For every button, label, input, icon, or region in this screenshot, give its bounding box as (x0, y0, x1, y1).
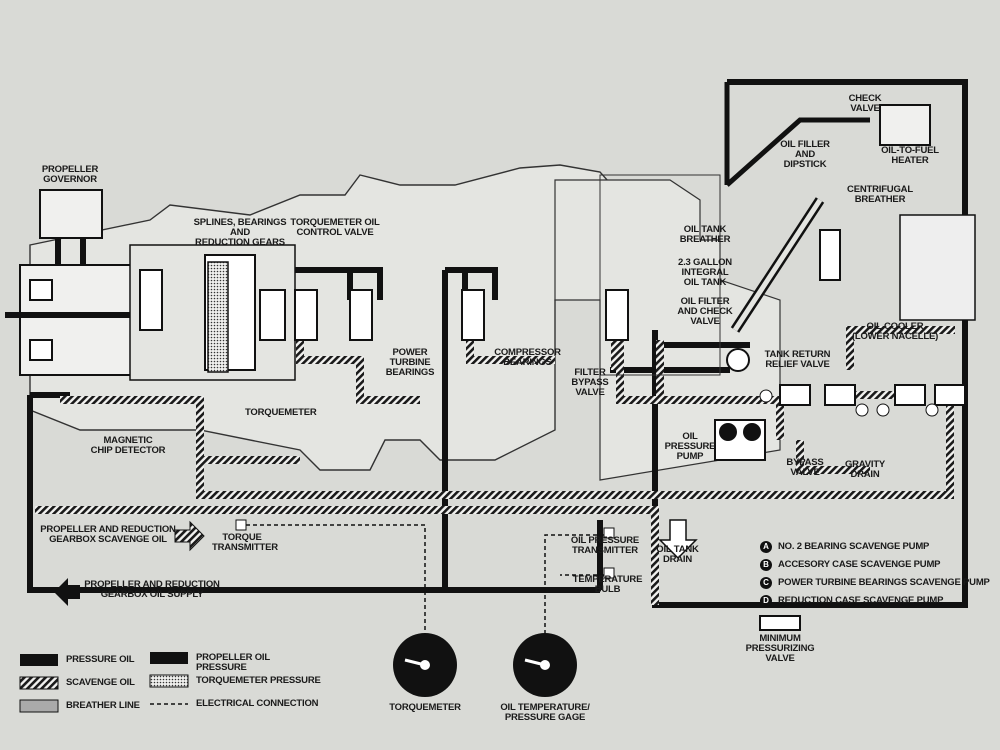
label-supply-flow: PROPELLER AND REDUCTION GEARBOX OIL SUPP… (84, 579, 220, 600)
label-integral-tank: 2.3 GALLON INTEGRAL OIL TANK (678, 257, 732, 288)
pump-letter-b: B (760, 559, 772, 571)
check-valve-line (725, 117, 870, 187)
label-filter-bypass: FILTER BYPASS VALVE (571, 367, 609, 398)
pump-key-c: C POWER TURBINE BEARINGS SCAVENGE PUMP (760, 574, 992, 592)
heater-box (879, 104, 931, 146)
label-oil-pressure-pump: OIL PRESSURE PUMP (664, 431, 716, 462)
pressure-oil-lines (27, 79, 968, 608)
pump-letter-a: A (760, 541, 772, 553)
label-oil-fuel-heater: OIL-TO-FUEL HEATER (881, 145, 939, 166)
pump-markers (759, 389, 939, 417)
drain-arrow (658, 519, 698, 560)
pump-label-a: NO. 2 BEARING SCAVENGE PUMP (778, 541, 930, 553)
legend-propeller-oil: PROPELLER OIL PRESSURE (196, 652, 270, 673)
legend-breather-line: BREATHER LINE (66, 700, 140, 711)
oil-temp-pressure-gage (513, 633, 577, 697)
label-temperature-bulb: TEMPERATURE BULB (572, 574, 643, 595)
label-check-valve: CHECK VALVE (848, 93, 882, 114)
pump-letter-c: C (760, 577, 772, 589)
governor-line (55, 238, 61, 278)
label-bypass-valve: BYPASS VALVE (786, 457, 824, 478)
pressure-transmitter-box (603, 527, 615, 539)
integral-oil-tank (599, 174, 721, 376)
label-oil-tank-breather: OIL TANK BREATHER (679, 224, 731, 245)
oil-filter (726, 348, 750, 372)
label-scavenge-flow: PROPELLER AND REDUCTION GEARBOX SCAVENGE… (40, 524, 176, 545)
dipstick-inner (732, 198, 823, 332)
pump-key-b: B ACCESORY CASE SCAVENGE PUMP (760, 556, 992, 574)
label-filter-check: OIL FILTER AND CHECK VALVE (677, 296, 733, 327)
label-oil-temp-gage: OIL TEMPERATURE/ PRESSURE GAGE (500, 702, 590, 723)
temp-bulb-box (603, 567, 615, 579)
prop-bearing-2 (29, 339, 53, 361)
supply-arrow (54, 578, 80, 606)
legend-scavenge-oil: SCAVENGE OIL (66, 677, 135, 688)
label-min-pressurizing: MINIMUM PRESSURIZING VALVE (745, 633, 815, 664)
torquemeter-body (207, 261, 229, 373)
torquemeter-gage (393, 633, 457, 697)
legend-pressure-oil: PRESSURE OIL (66, 654, 135, 665)
legend-swatches (19, 652, 189, 713)
pump-key: A NO. 2 BEARING SCAVENGE PUMP B ACCESORY… (760, 538, 992, 610)
pump-letter-d: D (760, 595, 772, 607)
label-centrifugal-breather: CENTRIFUGAL BREATHER (847, 184, 913, 205)
label-oil-tank-drain: OIL TANK DRAIN (656, 544, 699, 565)
legend-torquemeter-pressure: TORQUEMETER PRESSURE (196, 675, 321, 686)
label-oil-filler: OIL FILLER AND DIPSTICK (780, 139, 830, 170)
label-tank-return: TANK RETURN RELIEF VALVE (764, 349, 831, 370)
label-power-turbine-bearings: POWER TURBINE BEARINGS (385, 347, 435, 378)
scavenge-arrow (174, 520, 205, 552)
pump-gear-1 (719, 423, 737, 441)
accessory-housing (554, 179, 781, 481)
bearings (294, 289, 629, 341)
prop-bearing-1 (29, 279, 53, 301)
label-propeller-governor: PROPELLER GOVERNOR (41, 164, 99, 185)
pump-label-c: POWER TURBINE BEARINGS SCAVENGE PUMP (778, 577, 990, 589)
torque-transmitter-box (235, 519, 247, 531)
gear-3 (259, 289, 286, 341)
legend-electrical: ELECTRICAL CONNECTION (196, 698, 319, 709)
centrifugal-breather-box (819, 229, 841, 281)
label-torquemeter-gage: TORQUEMETER (389, 702, 461, 713)
label-oil-cooler: OIL COOLER (LOWER NACELLE) (851, 321, 939, 342)
pump-label-b: ACCESORY CASE SCAVENGE PUMP (778, 559, 941, 571)
label-oil-pressure-transmitter: OIL PRESSURE TRANSMITTER (570, 535, 640, 556)
prop-shaft-line (5, 312, 205, 318)
scavenge-pumps (779, 384, 966, 406)
label-magnetic-chip: MAGNETIC CHIP DETECTOR (90, 435, 166, 456)
pump-key-a: A NO. 2 BEARING SCAVENGE PUMP (760, 538, 992, 556)
gear-1 (139, 269, 163, 331)
label-compressor-bearings: COMPRESSOR BEARINGS (494, 347, 561, 368)
label-torquemeter: TORQUEMETER (245, 407, 317, 418)
scavenge-oil-lines (35, 300, 955, 605)
label-torque-transmitter: TORQUE TRANSMITTER (212, 532, 278, 553)
pump-gear-2 (743, 423, 761, 441)
pump-key-d: D REDUCTION CASE SCAVENGE PUMP (760, 592, 992, 610)
governor-line-2 (80, 238, 86, 278)
oil-cooler (899, 214, 976, 321)
electrical-connections (246, 524, 604, 635)
min-pressurizing-valve (759, 615, 801, 631)
label-gravity-drain: GRAVITY DRAIN (844, 459, 886, 480)
pump-label-d: REDUCTION CASE SCAVENGE PUMP (778, 595, 944, 607)
label-torquemeter-valve: TORQUEMETER OIL CONTROL VALVE (290, 217, 380, 238)
label-splines: SPLINES, BEARINGS AND REDUCTION GEARS (193, 217, 287, 248)
governor-box (39, 189, 103, 239)
